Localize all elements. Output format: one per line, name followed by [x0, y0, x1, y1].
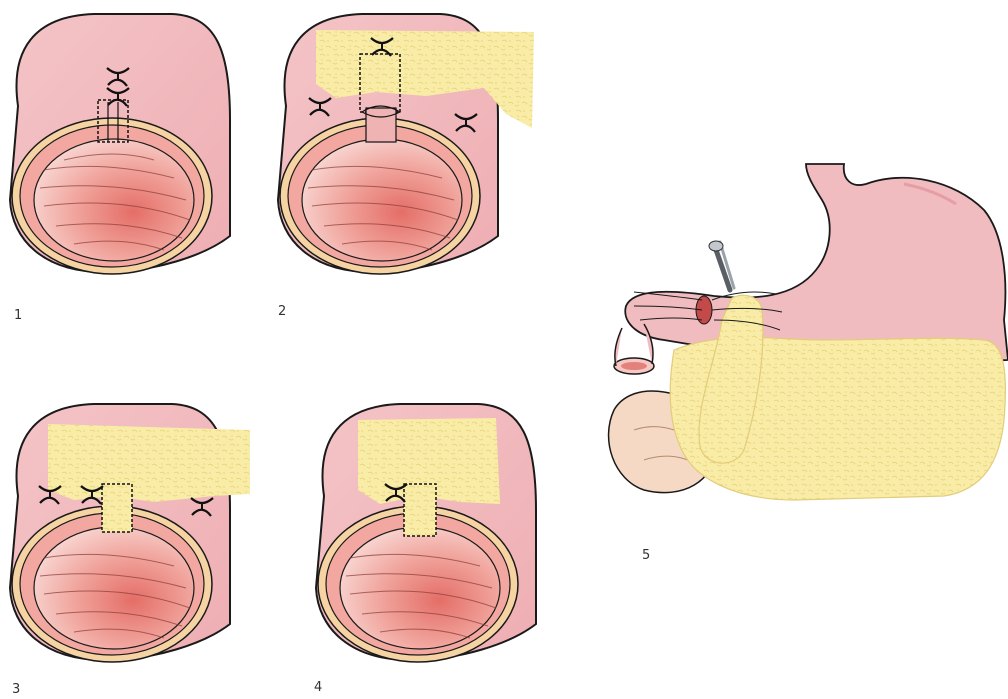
- mucosa-lumen: [34, 139, 194, 261]
- panel-label-5: 5: [642, 548, 650, 563]
- diagram-panel-2: [276, 10, 538, 278]
- panel-label-1: 1: [14, 308, 22, 323]
- omental-patch: [48, 424, 250, 502]
- diagram-panel-1: [4, 10, 240, 278]
- mucosa-lumen: [302, 139, 462, 261]
- mucosa-lumen: [34, 527, 194, 649]
- panel-label-3: 3: [12, 682, 20, 697]
- panel-label-2: 2: [278, 304, 286, 319]
- mucosa-lumen: [340, 527, 500, 649]
- diagram-panel-5: [604, 160, 1008, 520]
- diagram-panel-4: [310, 400, 546, 666]
- diagram-panel-3: [4, 400, 254, 666]
- panel-label-4: 4: [314, 680, 322, 695]
- forceps-icon: [709, 241, 734, 290]
